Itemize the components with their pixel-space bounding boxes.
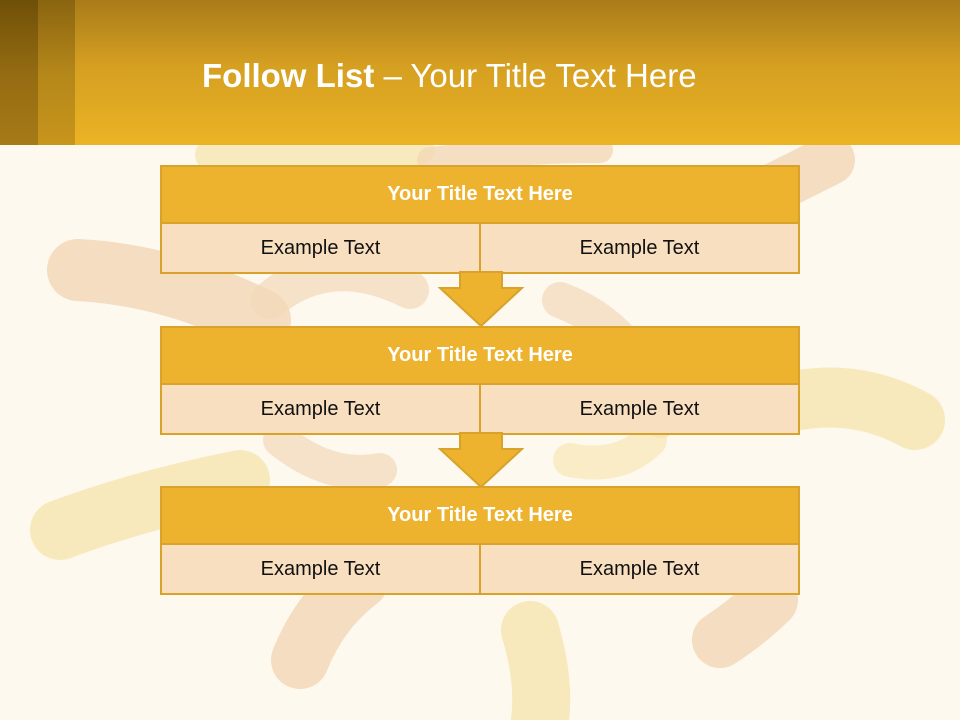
block-cell-left: Example Text [162, 385, 479, 433]
header-bar: Follow List – Your Title Text Here [0, 0, 960, 145]
block-row: Example Text Example Text [162, 385, 798, 433]
list-block-2: Your Title Text Here Example Text Exampl… [160, 326, 800, 435]
slide-title-bold: Follow List [202, 57, 375, 94]
block-row: Example Text Example Text [162, 224, 798, 272]
block-title: Your Title Text Here [162, 488, 798, 545]
down-arrow-icon [438, 432, 524, 489]
block-cell-right: Example Text [479, 545, 798, 593]
slide-title: Follow List – Your Title Text Here [202, 52, 697, 100]
down-arrow-icon [438, 271, 524, 328]
block-cell-left: Example Text [162, 545, 479, 593]
block-cell-left: Example Text [162, 224, 479, 272]
list-block-1: Your Title Text Here Example Text Exampl… [160, 165, 800, 274]
header-accent-stripe-dark [0, 0, 38, 145]
slide-title-rest: – Your Title Text Here [374, 57, 697, 94]
block-cell-right: Example Text [479, 385, 798, 433]
block-row: Example Text Example Text [162, 545, 798, 593]
block-cell-right: Example Text [479, 224, 798, 272]
background-brush-art [30, 145, 945, 720]
header-accent-stripe [38, 0, 75, 145]
list-block-3: Your Title Text Here Example Text Exampl… [160, 486, 800, 595]
block-title: Your Title Text Here [162, 328, 798, 385]
block-title: Your Title Text Here [162, 167, 798, 224]
